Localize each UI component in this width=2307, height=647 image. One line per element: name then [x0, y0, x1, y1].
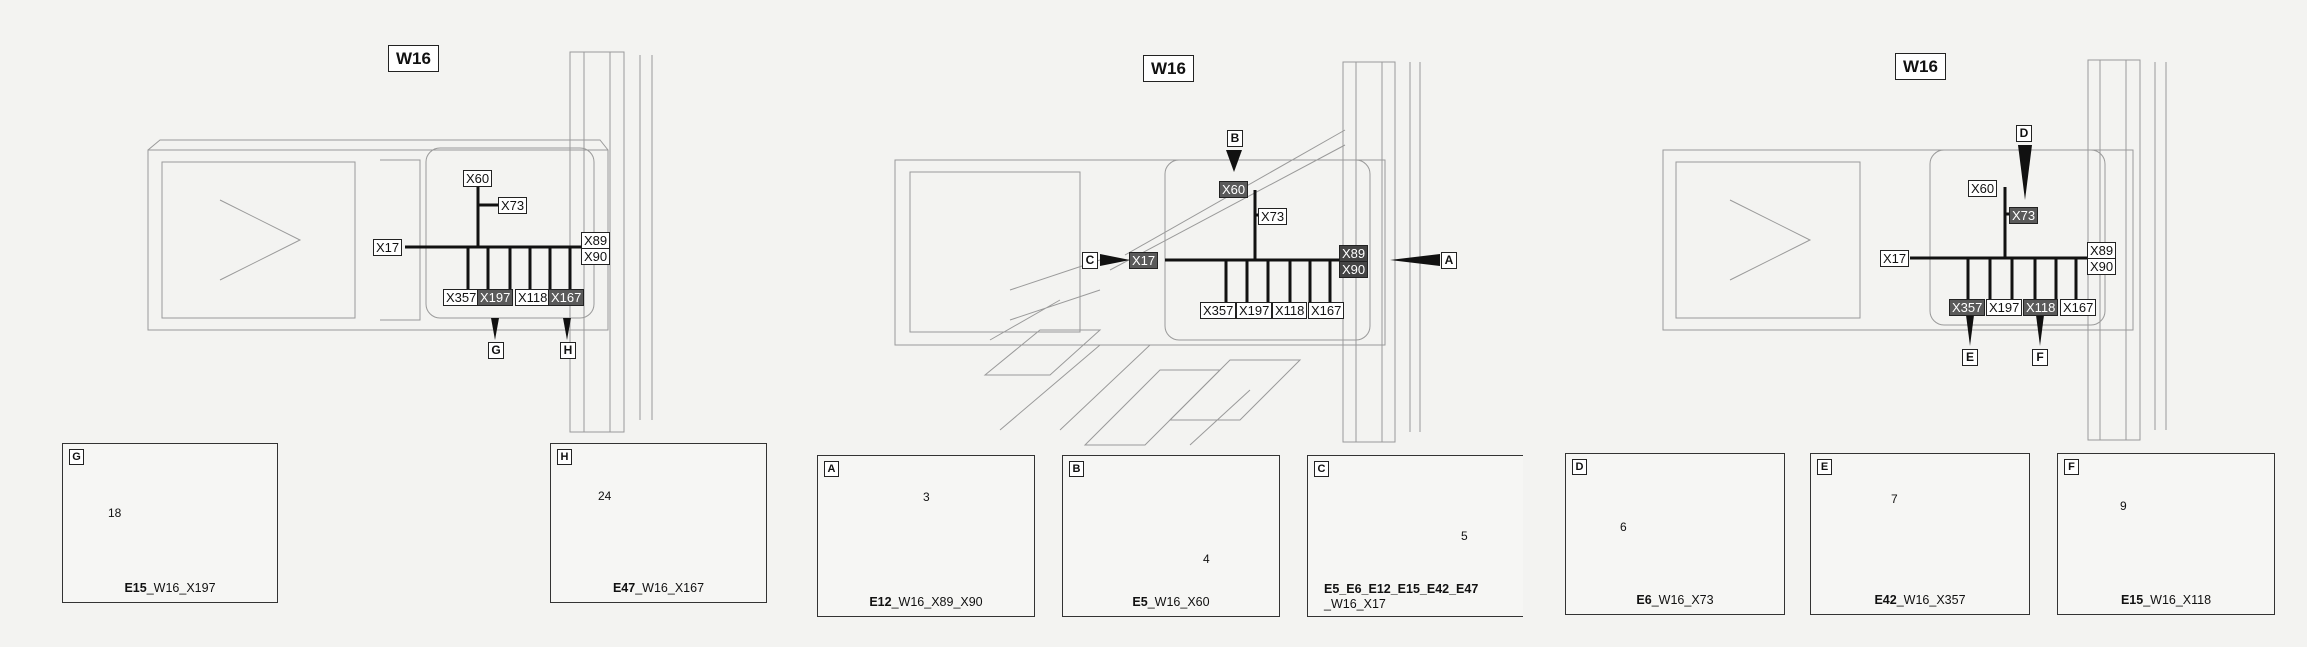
connector-label-x89: X89	[581, 232, 611, 249]
callout-f-arrow	[2036, 315, 2044, 346]
callout-h: H	[560, 342, 576, 359]
detail-letter: A	[824, 461, 839, 477]
connector-label-x17: X17	[373, 239, 403, 256]
callout-f: F	[2032, 349, 2048, 366]
detail-letter: B	[1069, 461, 1084, 477]
connector-label-x167: X167	[2060, 299, 2097, 316]
detail-caption: E5_W16_X60	[1132, 595, 1210, 609]
connector-label-x118: X118	[515, 289, 551, 306]
callout-d-arrow	[2018, 145, 2032, 200]
callout-h-arrow	[563, 318, 571, 340]
connector-label-x89: X89	[2087, 242, 2117, 259]
detail-box-c: C 5 E5_E6_E12_E15_E42_E47_W16_X17	[1307, 455, 1523, 617]
detail-box-h: H 24 E47_W16_X167	[550, 443, 767, 603]
part-number: 4	[1203, 552, 1210, 566]
detail-caption: E12_W16_X89_X90	[869, 595, 983, 609]
detail-letter: D	[1572, 459, 1587, 475]
part-number: 6	[1620, 520, 1627, 534]
connector-label-x167: X167	[548, 289, 585, 306]
panel-2-harness	[1165, 190, 1345, 305]
detail-box-d: D 6 E6_W16_X73	[1565, 453, 1785, 615]
detail-box-e: E 7 E42_W16_X357	[1810, 453, 2030, 615]
detail-letter: G	[69, 449, 84, 465]
connector-label-x73: X73	[2009, 207, 2039, 224]
callout-c: C	[1082, 252, 1098, 269]
detail-letter: F	[2064, 459, 2079, 475]
part-number: 24	[598, 489, 612, 503]
callout-g: G	[488, 342, 504, 359]
part-number: 5	[1461, 529, 1468, 543]
connector-label-x60: X60	[463, 170, 493, 187]
panel-1-title: W16	[388, 45, 439, 72]
detail-caption: E15_W16_X197	[124, 581, 216, 595]
connector-label-x357: X357	[443, 289, 480, 306]
connector-label-x60: X60	[1219, 181, 1249, 198]
connector-label-x17: X17	[1880, 250, 1910, 267]
connector-label-x118: X118	[1272, 302, 1308, 319]
callout-e: E	[1962, 349, 1978, 366]
connector-label-x90: X90	[2087, 258, 2117, 275]
detail-letter: E	[1817, 459, 1832, 475]
connector-label-x90: X90	[581, 248, 611, 265]
detail-caption: E6_W16_X73	[1636, 593, 1714, 607]
connector-label-x197: X197	[477, 289, 514, 306]
connector-label-x89: X89	[1339, 245, 1369, 262]
callout-g-arrow	[491, 318, 499, 340]
callout-b-arrow	[1226, 150, 1242, 172]
detail-caption: E15_W16_X118	[2120, 593, 2212, 607]
detail-box-a: A 3 E12_W16_X89_X90	[817, 455, 1035, 617]
panel-1-harness	[405, 182, 587, 290]
detail-caption: E5_E6_E12_E15_E42_E47_W16_X17	[1324, 582, 1479, 611]
callout-c-arrow	[1100, 254, 1130, 266]
panel-3-harness	[1910, 187, 2090, 300]
connector-label-x118: X118	[2023, 299, 2059, 316]
detail-box-b: B 4 E5_W16_X60	[1062, 455, 1280, 617]
panel-3-title: W16	[1895, 53, 1946, 80]
connector-label-x357: X357	[1200, 302, 1237, 319]
callout-d: D	[2016, 125, 2032, 142]
connector-label-x357: X357	[1949, 299, 1986, 316]
part-number: 7	[1891, 492, 1898, 506]
connector-label-x73: X73	[498, 197, 528, 214]
connector-label-x17: X17	[1129, 252, 1159, 269]
callout-a-arrow	[1390, 254, 1440, 266]
detail-caption: E47_W16_X167	[612, 581, 705, 595]
connector-label-x60: X60	[1968, 180, 1998, 197]
detail-box-g: G 18 E15_W16_X197	[62, 443, 278, 603]
callout-e-arrow	[1966, 315, 1974, 346]
connector-label-x90: X90	[1339, 261, 1369, 278]
callout-b: B	[1227, 130, 1243, 147]
part-number: 9	[2120, 499, 2127, 513]
connector-label-x197: X197	[1236, 302, 1273, 319]
detail-letter: C	[1314, 461, 1329, 477]
detail-caption: E42_W16_X357	[1874, 593, 1966, 607]
detail-letter: H	[557, 449, 572, 465]
panel-3-chassis-outline	[1662, 149, 2134, 331]
callout-a: A	[1441, 252, 1457, 269]
connector-label-x73: X73	[1258, 208, 1288, 225]
detail-box-f: F 9 E15_W16_X118	[2057, 453, 2275, 615]
part-number: 18	[108, 506, 122, 520]
panel-2-title: W16	[1143, 55, 1194, 82]
connector-label-x197: X197	[1986, 299, 2023, 316]
part-number: 3	[923, 490, 930, 504]
connector-label-x167: X167	[1308, 302, 1345, 319]
